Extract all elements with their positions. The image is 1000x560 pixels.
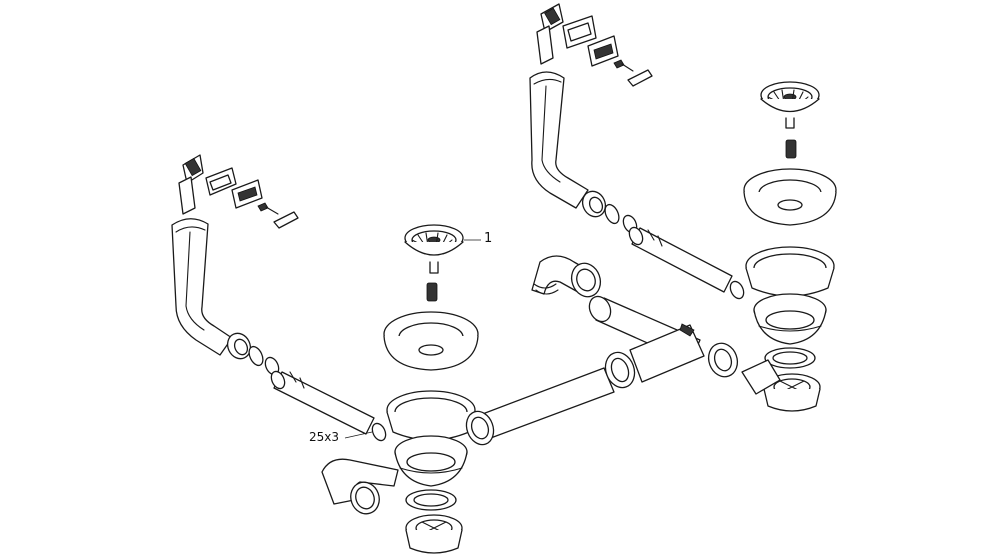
left-tail-nut xyxy=(405,514,463,554)
callout-part-25x3: 25x3 xyxy=(309,430,340,444)
callout-part-1: 1 xyxy=(484,231,493,246)
right-overflow-screw xyxy=(613,59,634,72)
left-hose-washer xyxy=(371,422,387,442)
left-overflow-head xyxy=(178,154,237,215)
left-overflow-cover-plate xyxy=(231,179,263,209)
callout-25x3-leader xyxy=(344,431,373,439)
right-sealing-ring xyxy=(745,246,835,297)
right-sink-flange xyxy=(743,168,837,226)
left-sealing-ring xyxy=(386,390,476,441)
left-elbow-pipe xyxy=(321,458,399,515)
right-elbow-pipe xyxy=(741,359,781,395)
right-overflow-nut xyxy=(581,190,607,218)
left-outlet-washer xyxy=(405,489,457,511)
center-branch-pipe xyxy=(588,295,739,383)
right-overflow-hose xyxy=(628,226,733,293)
left-overflow-nut xyxy=(226,332,252,360)
right-outlet-body xyxy=(753,293,827,345)
left-outlet-body xyxy=(394,435,468,487)
right-overflow-tube xyxy=(529,71,589,209)
right-overflow-cover-plate xyxy=(587,35,619,67)
right-overflow-clip xyxy=(627,69,653,87)
center-tee-pipe xyxy=(465,351,636,446)
left-overflow-tube xyxy=(171,218,233,356)
right-strainer-screw xyxy=(785,139,797,159)
right-overflow-head xyxy=(536,3,597,65)
left-basket-strainer xyxy=(404,224,464,274)
right-outlet-washer xyxy=(764,347,816,369)
left-sink-flange xyxy=(383,311,479,371)
center-elbow-fitting xyxy=(531,255,602,298)
right-basket-strainer xyxy=(760,81,820,129)
left-overflow-clip xyxy=(273,211,299,229)
left-overflow-hose xyxy=(270,370,375,435)
right-hose-washer xyxy=(729,280,745,300)
right-tail-nut xyxy=(763,373,821,412)
left-overflow-screw xyxy=(257,202,279,215)
left-strainer-screw xyxy=(426,282,438,302)
